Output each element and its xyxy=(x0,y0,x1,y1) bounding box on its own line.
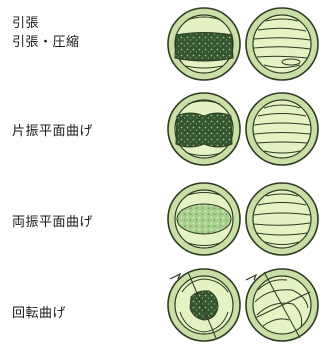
fracture-surface-right xyxy=(245,92,319,166)
fracture-surface-left xyxy=(167,92,241,166)
row-tension xyxy=(167,7,319,81)
fracture-surface-left xyxy=(167,268,241,342)
row-rotating-bending xyxy=(167,268,319,342)
fracture-surface-right xyxy=(245,182,319,256)
fracture-surface-left xyxy=(167,182,241,256)
loading-label-one-way-plane-bending: 片振平面曲げ xyxy=(12,124,94,139)
loading-label-rotating-bending: 回転曲げ xyxy=(12,306,67,321)
row-reversed-plane-bending xyxy=(167,182,319,256)
fracture-surface-left xyxy=(167,7,241,81)
loading-label-tension: 引張 xyxy=(12,16,40,31)
fracture-surface-right xyxy=(245,7,319,81)
row-one-way-plane-bending xyxy=(167,92,319,166)
loading-label-tension-compression: 引張・圧縮 xyxy=(12,35,80,50)
loading-label-reversed-plane-bending: 両振平面曲げ xyxy=(12,215,94,230)
fracture-surface-right xyxy=(245,268,319,342)
